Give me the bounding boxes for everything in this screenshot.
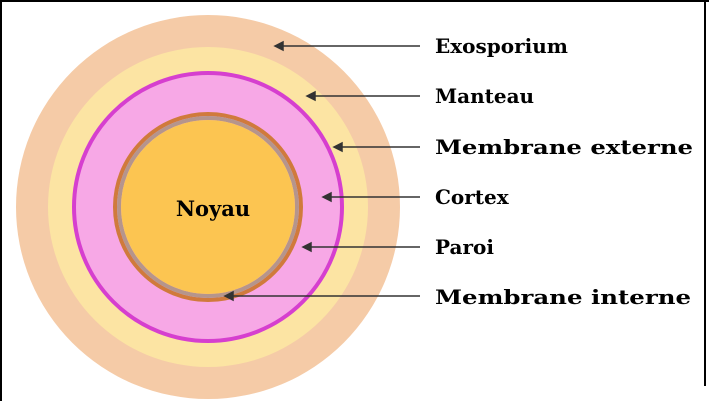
exosporium-label: Exosporium: [435, 34, 568, 58]
manteau-label: Manteau: [435, 84, 534, 108]
noyau-label: Noyau: [176, 196, 250, 221]
membrane-externe-label: Membrane externe: [435, 135, 693, 159]
cortex-label: Cortex: [435, 185, 510, 209]
membrane-interne-label: Membrane interne: [435, 285, 691, 309]
paroi-label: Paroi: [435, 235, 494, 259]
